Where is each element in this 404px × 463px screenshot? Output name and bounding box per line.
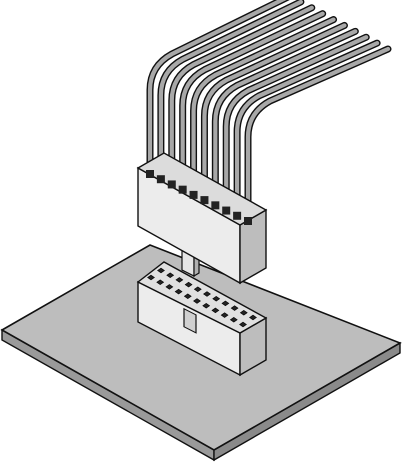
wire	[147, 0, 287, 179]
pin-hole	[249, 314, 257, 321]
wire-entry	[233, 211, 242, 220]
pin-hole	[184, 281, 193, 288]
wire-entry	[146, 170, 154, 178]
pin-hole	[174, 288, 183, 295]
pin-hole	[193, 286, 202, 293]
wire	[202, 23, 347, 205]
wire-outline	[244, 45, 392, 227]
wire	[180, 11, 325, 194]
pin-hole	[211, 307, 220, 314]
plug-top-face	[136, 152, 268, 226]
wire	[245, 46, 391, 226]
pin-hole	[157, 267, 165, 274]
pin-hole	[147, 274, 155, 281]
pin-hole	[220, 312, 229, 318]
wire-entry	[211, 201, 220, 210]
pin-hole	[183, 293, 192, 300]
wire-bundle	[146, 0, 392, 227]
wire-entry	[244, 217, 252, 225]
pin-hole	[239, 321, 247, 328]
pin-hole	[156, 279, 165, 285]
plug-housing	[136, 152, 268, 285]
wire-outline	[233, 39, 381, 222]
receptacle-top-face	[136, 261, 268, 334]
pin-hole	[212, 295, 221, 302]
wire	[224, 35, 369, 215]
pin-hole	[193, 298, 201, 304]
pin-hole	[175, 277, 184, 283]
wire	[158, 0, 303, 184]
pin-hole	[230, 305, 239, 311]
wire	[191, 17, 336, 199]
pin-hole	[202, 302, 211, 309]
pin-hole	[221, 300, 230, 307]
wire-entry	[178, 185, 187, 194]
wire	[213, 29, 358, 210]
receptacle-header	[136, 261, 268, 377]
plug-wire-entries	[146, 170, 252, 225]
wire-entry	[222, 206, 231, 215]
wire-entry	[200, 196, 209, 205]
receptacle-pin-holes	[147, 267, 257, 328]
wire-entry	[167, 180, 176, 189]
pin-hole	[229, 317, 238, 323]
pin-hole	[203, 291, 211, 297]
pin-hole	[165, 284, 174, 290]
wire-entry	[156, 175, 165, 184]
receptacle-latch-ramp	[183, 307, 197, 334]
wire	[169, 5, 314, 189]
pin-hole	[239, 310, 248, 316]
wire-entry	[189, 190, 198, 199]
wire	[235, 41, 380, 220]
pin-hole	[166, 272, 175, 278]
